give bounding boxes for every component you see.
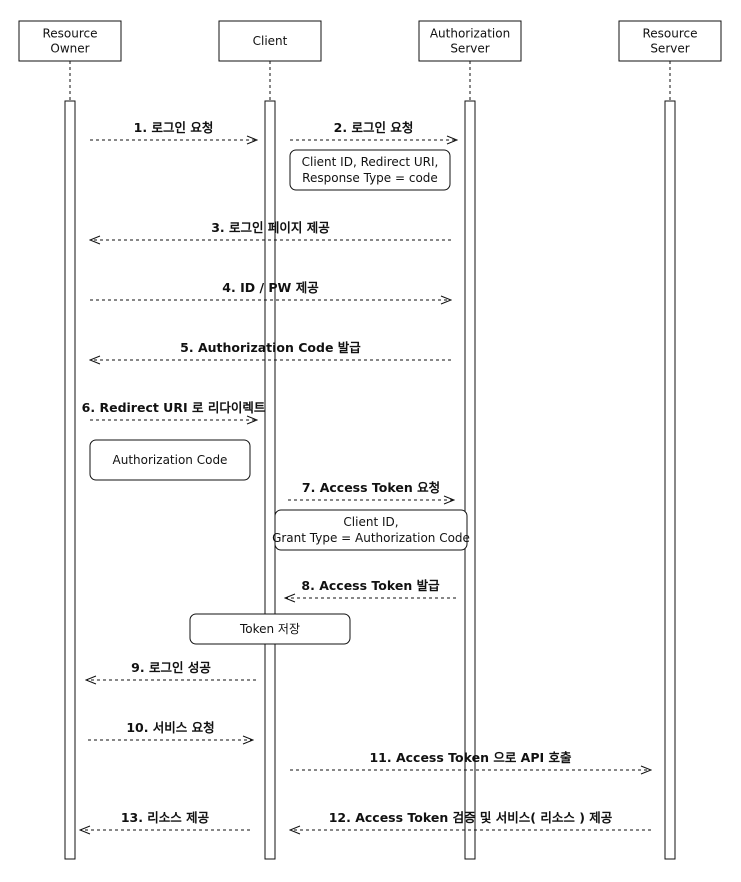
note-text: Grant Type = Authorization Code (272, 531, 470, 545)
participant-label: Authorization (430, 27, 510, 41)
message-label: 4. ID / PW 제공 (222, 280, 319, 295)
message-1: 1. 로그인 요청 (90, 120, 257, 140)
message-5: 5. Authorization Code 발급 (90, 340, 451, 360)
note-box (189, 613, 351, 645)
note-box (274, 509, 468, 551)
note-3: Client ID, Grant Type = Authorization Cod… (272, 509, 470, 551)
activation-bar-resource-server (664, 100, 676, 860)
message-label: 2. 로그인 요청 (334, 120, 414, 135)
participant-label: Server (450, 42, 489, 56)
message-label: 13. 리소스 제공 (121, 810, 210, 825)
message-label: 6. Redirect URI 로 리다이렉트 (82, 400, 266, 415)
participant-label: Server (650, 42, 689, 56)
note-text: Authorization Code (113, 453, 228, 467)
activation-bar-authorization-server (464, 100, 476, 860)
participant-box (218, 20, 322, 62)
message-label: 9. 로그인 성공 (131, 660, 211, 675)
participant-label: Client (253, 34, 288, 48)
message-label: 12. Access Token 검증 및 서비스( 리소스 ) 제공 (329, 810, 613, 825)
note-text: Client ID, Redirect URI, (302, 155, 439, 169)
message-6: 6. Redirect URI 로 리다이렉트 (82, 400, 266, 420)
message-8: 8. Access Token 발급 (285, 578, 456, 598)
message-10: 10. 서비스 요청 (88, 720, 253, 740)
message-4: 4. ID / PW 제공 (90, 280, 451, 300)
message-label: 7. Access Token 요청 (302, 480, 440, 495)
message-label: 8. Access Token 발급 (301, 578, 440, 593)
message-13: 13. 리소스 제공 (80, 810, 250, 830)
message-label: 11. Access Token 으로 API 호출 (369, 750, 572, 765)
message-7: 7. Access Token 요청 (288, 480, 454, 500)
participant-client: Client (218, 20, 322, 62)
participant-box (618, 20, 722, 62)
message-label: 10. 서비스 요청 (126, 720, 214, 735)
message-label: 1. 로그인 요청 (134, 120, 214, 135)
participant-label: Owner (50, 42, 89, 56)
message-3: 3. 로그인 페이지 제공 (90, 220, 451, 240)
note-2: Authorization Code (89, 439, 251, 481)
note-box (289, 149, 451, 191)
participant-label: Resource (642, 27, 697, 41)
participant-box (418, 20, 522, 62)
note-text: Token 저장 (239, 622, 300, 636)
note-box (89, 439, 251, 481)
participant-box (18, 20, 122, 62)
message-label: 3. 로그인 페이지 제공 (211, 220, 330, 235)
message-2: 2. 로그인 요청 (290, 120, 457, 140)
note-4: Token 저장 (189, 613, 351, 645)
message-11: 11. Access Token 으로 API 호출 (290, 750, 651, 770)
participant-label: Resource (42, 27, 97, 41)
note-1: Client ID, Redirect URI, Response Type = … (289, 149, 451, 191)
message-12: 12. Access Token 검증 및 서비스( 리소스 ) 제공 (290, 810, 651, 830)
note-text: Response Type = code (302, 171, 438, 185)
activation-bar-client (264, 100, 276, 860)
message-label: 5. Authorization Code 발급 (180, 340, 361, 355)
note-text: Client ID, (343, 515, 398, 529)
message-9: 9. 로그인 성공 (86, 660, 256, 680)
activation-bar-resource-owner (64, 100, 76, 860)
